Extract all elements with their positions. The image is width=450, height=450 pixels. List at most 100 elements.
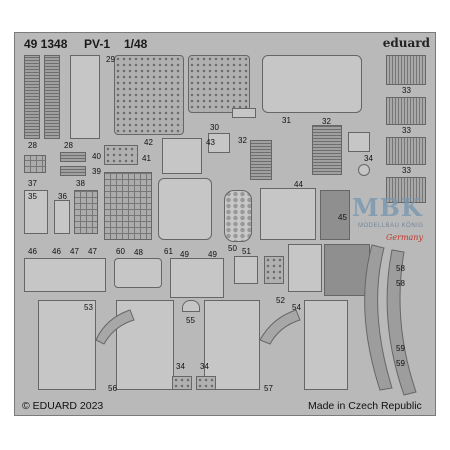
label-28-b: 28 (64, 141, 73, 150)
part-34-b (196, 376, 216, 390)
part-35 (24, 190, 48, 234)
label-59: 59 (396, 344, 405, 353)
part-32-a (208, 133, 230, 153)
part-33-b (386, 97, 426, 125)
label-37: 37 (28, 179, 37, 188)
label-32: 32 (322, 117, 331, 126)
part-43 (162, 138, 202, 174)
part-33-a (386, 55, 426, 85)
label-59-b: 59 (396, 359, 405, 368)
label-36: 36 (58, 192, 67, 201)
part-34-a (172, 376, 192, 390)
part-57 (204, 300, 260, 390)
label-52: 52 (276, 296, 285, 305)
label-35: 35 (28, 192, 37, 201)
part-51-b (264, 256, 284, 284)
part-53 (38, 300, 96, 390)
part-48 (114, 258, 162, 288)
part-54 (304, 300, 348, 390)
part-30 (188, 55, 250, 113)
watermark-country: Germany (386, 233, 423, 242)
part-32-d (348, 132, 370, 152)
label-43: 43 (206, 138, 215, 147)
product-code: 49 1348 (24, 37, 68, 51)
part-55 (182, 300, 200, 312)
label-29: 29 (106, 55, 115, 64)
label-49-b: 49 (208, 250, 217, 259)
part-44 (260, 188, 316, 240)
part-38 (74, 190, 98, 234)
part-59 (386, 249, 417, 396)
label-50: 50 (228, 244, 237, 253)
label-53: 53 (84, 303, 93, 312)
part-51-a (234, 256, 258, 284)
label-46-b: 46 (52, 247, 61, 256)
part-32-c (312, 125, 342, 175)
part-31 (262, 55, 362, 113)
part-61 (158, 178, 212, 240)
label-58: 58 (396, 264, 405, 273)
label-60: 60 (116, 247, 125, 256)
scale-label: 1/48 (124, 37, 148, 51)
label-44: 44 (294, 180, 303, 189)
label-34-b: 34 (176, 362, 185, 371)
label-54: 54 (292, 303, 301, 312)
part-50 (224, 190, 252, 242)
watermark-sub: MODELLBAU KÖNIG (358, 223, 424, 229)
label-39: 39 (92, 167, 101, 176)
part-34-top (358, 164, 370, 176)
part-45 (324, 244, 370, 296)
part-39 (60, 166, 86, 176)
part-29 (114, 55, 184, 135)
label-33: 33 (402, 86, 411, 95)
part-33-c (386, 137, 426, 165)
part-36 (54, 200, 70, 234)
label-49: 49 (180, 250, 189, 259)
label-42: 42 (144, 138, 153, 147)
part-28-b (44, 55, 60, 139)
label-30: 30 (210, 123, 219, 132)
part-53-link (95, 309, 135, 345)
part-52 (288, 244, 322, 292)
label-57: 57 (264, 384, 273, 393)
label-34: 34 (364, 154, 373, 163)
watermark-main: MBK (352, 193, 423, 222)
part-58 (364, 244, 393, 391)
part-32-b (250, 140, 272, 180)
label-48: 48 (134, 248, 143, 257)
label-40: 40 (92, 152, 101, 161)
part-46-47 (24, 258, 106, 292)
label-61: 61 (164, 247, 173, 256)
part-28-a (24, 55, 40, 139)
part-60 (104, 172, 152, 240)
label-28: 28 (28, 141, 37, 150)
label-56: 56 (108, 384, 117, 393)
label-47-b: 47 (88, 247, 97, 256)
part-33-d (386, 177, 426, 203)
model-name: PV-1 (84, 37, 111, 51)
label-33-c: 33 (402, 166, 411, 175)
label-58-b: 58 (396, 279, 405, 288)
label-32-b: 32 (238, 136, 247, 145)
part-54-link (259, 309, 301, 345)
label-47: 47 (70, 247, 79, 256)
watermark: MBK MODELLBAU KÖNIG Germany (350, 193, 440, 253)
label-45: 45 (338, 213, 347, 222)
part-41 (104, 145, 138, 165)
copyright-text: © EDUARD 2023 (22, 400, 104, 412)
origin-text: Made in Czech Republic (308, 400, 422, 412)
part-40 (60, 152, 86, 162)
part-37-a (24, 155, 46, 173)
brand-logo: eduard (382, 36, 430, 50)
label-51: 51 (242, 247, 251, 256)
label-41: 41 (142, 154, 151, 163)
part-49 (170, 258, 224, 298)
label-34-c: 34 (200, 362, 209, 371)
label-33-b: 33 (402, 126, 411, 135)
part-29-frame (70, 55, 100, 139)
label-38: 38 (76, 179, 85, 188)
part-30-tab (232, 108, 256, 118)
part-45-frame (320, 190, 350, 240)
label-31: 31 (282, 116, 291, 125)
